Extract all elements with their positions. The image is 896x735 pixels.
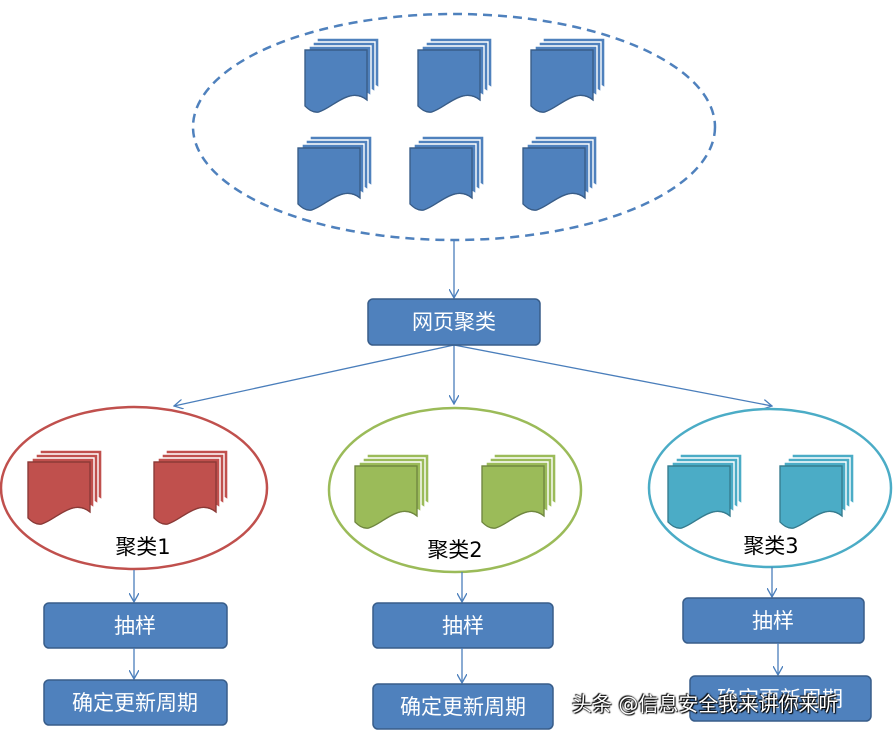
cluster-1-document-stack-icon-2 [153,449,229,525]
web-page-clustering-box: 网页聚类 [367,298,541,346]
cluster-3-update-period-box: 确定更新周期 [689,675,872,722]
document-stack-icon-6 [522,135,598,211]
cluster-3-update-period-label: 确定更新周期 [717,687,843,711]
document-stack-icon-5 [409,135,485,211]
document-stack-icon-2 [417,37,493,113]
cluster-2-update-period-box: 确定更新周期 [372,683,554,730]
cluster-2-document-stack-icon-2 [481,453,557,529]
cluster-1-documents [27,449,229,525]
cluster-3-document-stack-icon-1 [667,453,743,529]
cluster-2-update-period-label: 确定更新周期 [400,695,526,719]
cluster-1-document-stack-icon-1 [27,449,103,525]
document-stack-icon-1 [304,37,380,113]
cluster-2: 聚类2 抽样 确定更新周期 [327,406,583,730]
top-documents-group [297,37,606,211]
cluster-1: 聚类1 抽样 确定更新周期 [0,405,269,726]
cluster-3-documents [667,453,855,529]
cluster-1-label: 聚类1 [115,535,170,559]
cluster-3-ellipse [647,407,893,569]
cluster-2-label: 聚类2 [427,538,482,562]
watermark: 头条 @信息安全我来讲你来听 [572,692,839,716]
cluster-1-ellipse [0,405,269,571]
cluster-3: 聚类3 抽样 确定更新周期 [647,407,893,722]
cluster-1-sampling-box: 抽样 [43,602,228,649]
document-stack-icon-4 [297,135,373,211]
document-stack-icon-3 [530,37,606,113]
cluster-3-sampling-box: 抽样 [682,597,865,644]
cluster-2-documents [354,453,557,529]
cluster-1-update-period-label: 确定更新周期 [72,691,198,715]
clustering-box-label: 网页聚类 [412,310,496,334]
cluster-2-sampling-label: 抽样 [442,614,484,638]
cluster-1-sampling-label: 抽样 [114,614,156,638]
cluster-3-document-stack-icon-2 [779,453,855,529]
cluster-3-sampling-label: 抽样 [752,609,794,633]
cluster-2-document-stack-icon-1 [354,453,430,529]
arrow-to-cluster-3 [453,344,772,406]
cluster-1-update-period-box: 确定更新周期 [43,679,228,726]
cluster-3-label: 聚类3 [743,534,798,558]
cluster-2-sampling-box: 抽样 [372,602,554,649]
arrow-to-cluster-1 [174,344,455,406]
cluster-2-ellipse [327,406,583,574]
